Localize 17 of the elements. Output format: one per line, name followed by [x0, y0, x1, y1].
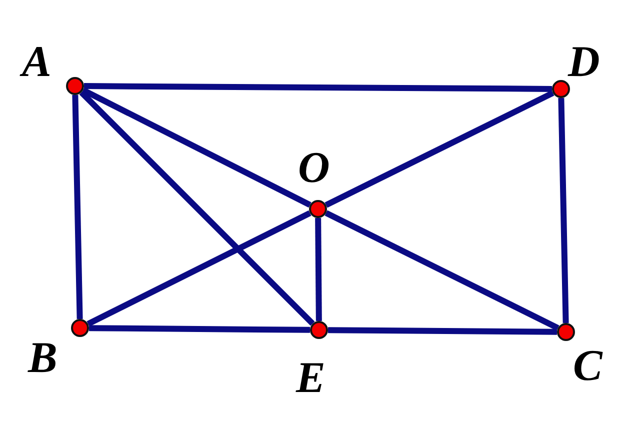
line-segment — [328, 327, 558, 335]
line-segment — [84, 83, 552, 92]
point-label: C — [573, 343, 602, 389]
line-segment — [86, 210, 312, 327]
line-segment — [315, 218, 322, 322]
point-label: O — [298, 145, 330, 191]
line-segment — [82, 87, 312, 208]
point-label: D — [568, 39, 600, 85]
point-label: A — [22, 39, 52, 85]
line-segment — [88, 325, 310, 333]
point-label: E — [296, 355, 326, 401]
line-segment — [324, 210, 560, 331]
point-label: B — [28, 335, 58, 381]
line-segment — [79, 90, 315, 326]
line-segment — [72, 94, 83, 320]
line-segment — [324, 90, 554, 208]
line-segment — [558, 98, 569, 324]
